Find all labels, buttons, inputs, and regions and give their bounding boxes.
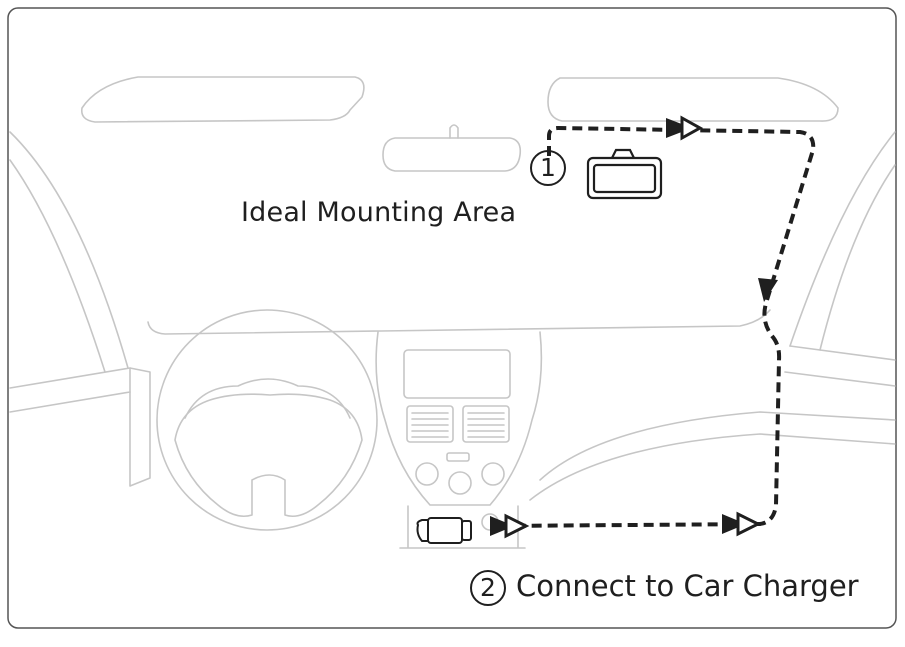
console-button bbox=[446, 452, 470, 462]
right-knob bbox=[481, 462, 505, 486]
center-display bbox=[403, 349, 511, 399]
mirror-stem bbox=[449, 124, 459, 139]
cable-route bbox=[499, 125, 816, 528]
left-air-vent bbox=[406, 405, 454, 443]
steering-wheel-inner bbox=[174, 393, 363, 518]
dash-right-lower bbox=[529, 411, 896, 501]
dash-camera-icon bbox=[586, 148, 663, 200]
left-knob bbox=[415, 462, 439, 486]
center-knob bbox=[448, 471, 472, 495]
frame-border bbox=[7, 7, 897, 629]
left-sun-visor bbox=[80, 76, 365, 123]
step-1-badge: 1 bbox=[530, 150, 566, 186]
left-a-pillar bbox=[9, 131, 129, 373]
step-2-badge: 2 bbox=[470, 570, 506, 606]
dashboard-top bbox=[147, 309, 771, 335]
connect-charger-label: Connect to Car Charger bbox=[516, 569, 859, 603]
dash-right bbox=[784, 345, 896, 387]
center-console bbox=[375, 331, 543, 506]
right-sun-visor bbox=[547, 77, 839, 122]
steering-wheel-outer bbox=[156, 309, 378, 531]
right-a-pillar bbox=[789, 131, 896, 351]
rearview-mirror bbox=[382, 137, 522, 172]
dash-left-console bbox=[129, 367, 151, 487]
car-charger-icon bbox=[416, 517, 472, 544]
steering-wheel-hub bbox=[184, 378, 351, 419]
dash-left bbox=[9, 367, 131, 413]
right-air-vent bbox=[462, 405, 510, 443]
mounting-area-label: Ideal Mounting Area bbox=[241, 197, 517, 228]
route-arrow-icon bbox=[490, 115, 778, 539]
